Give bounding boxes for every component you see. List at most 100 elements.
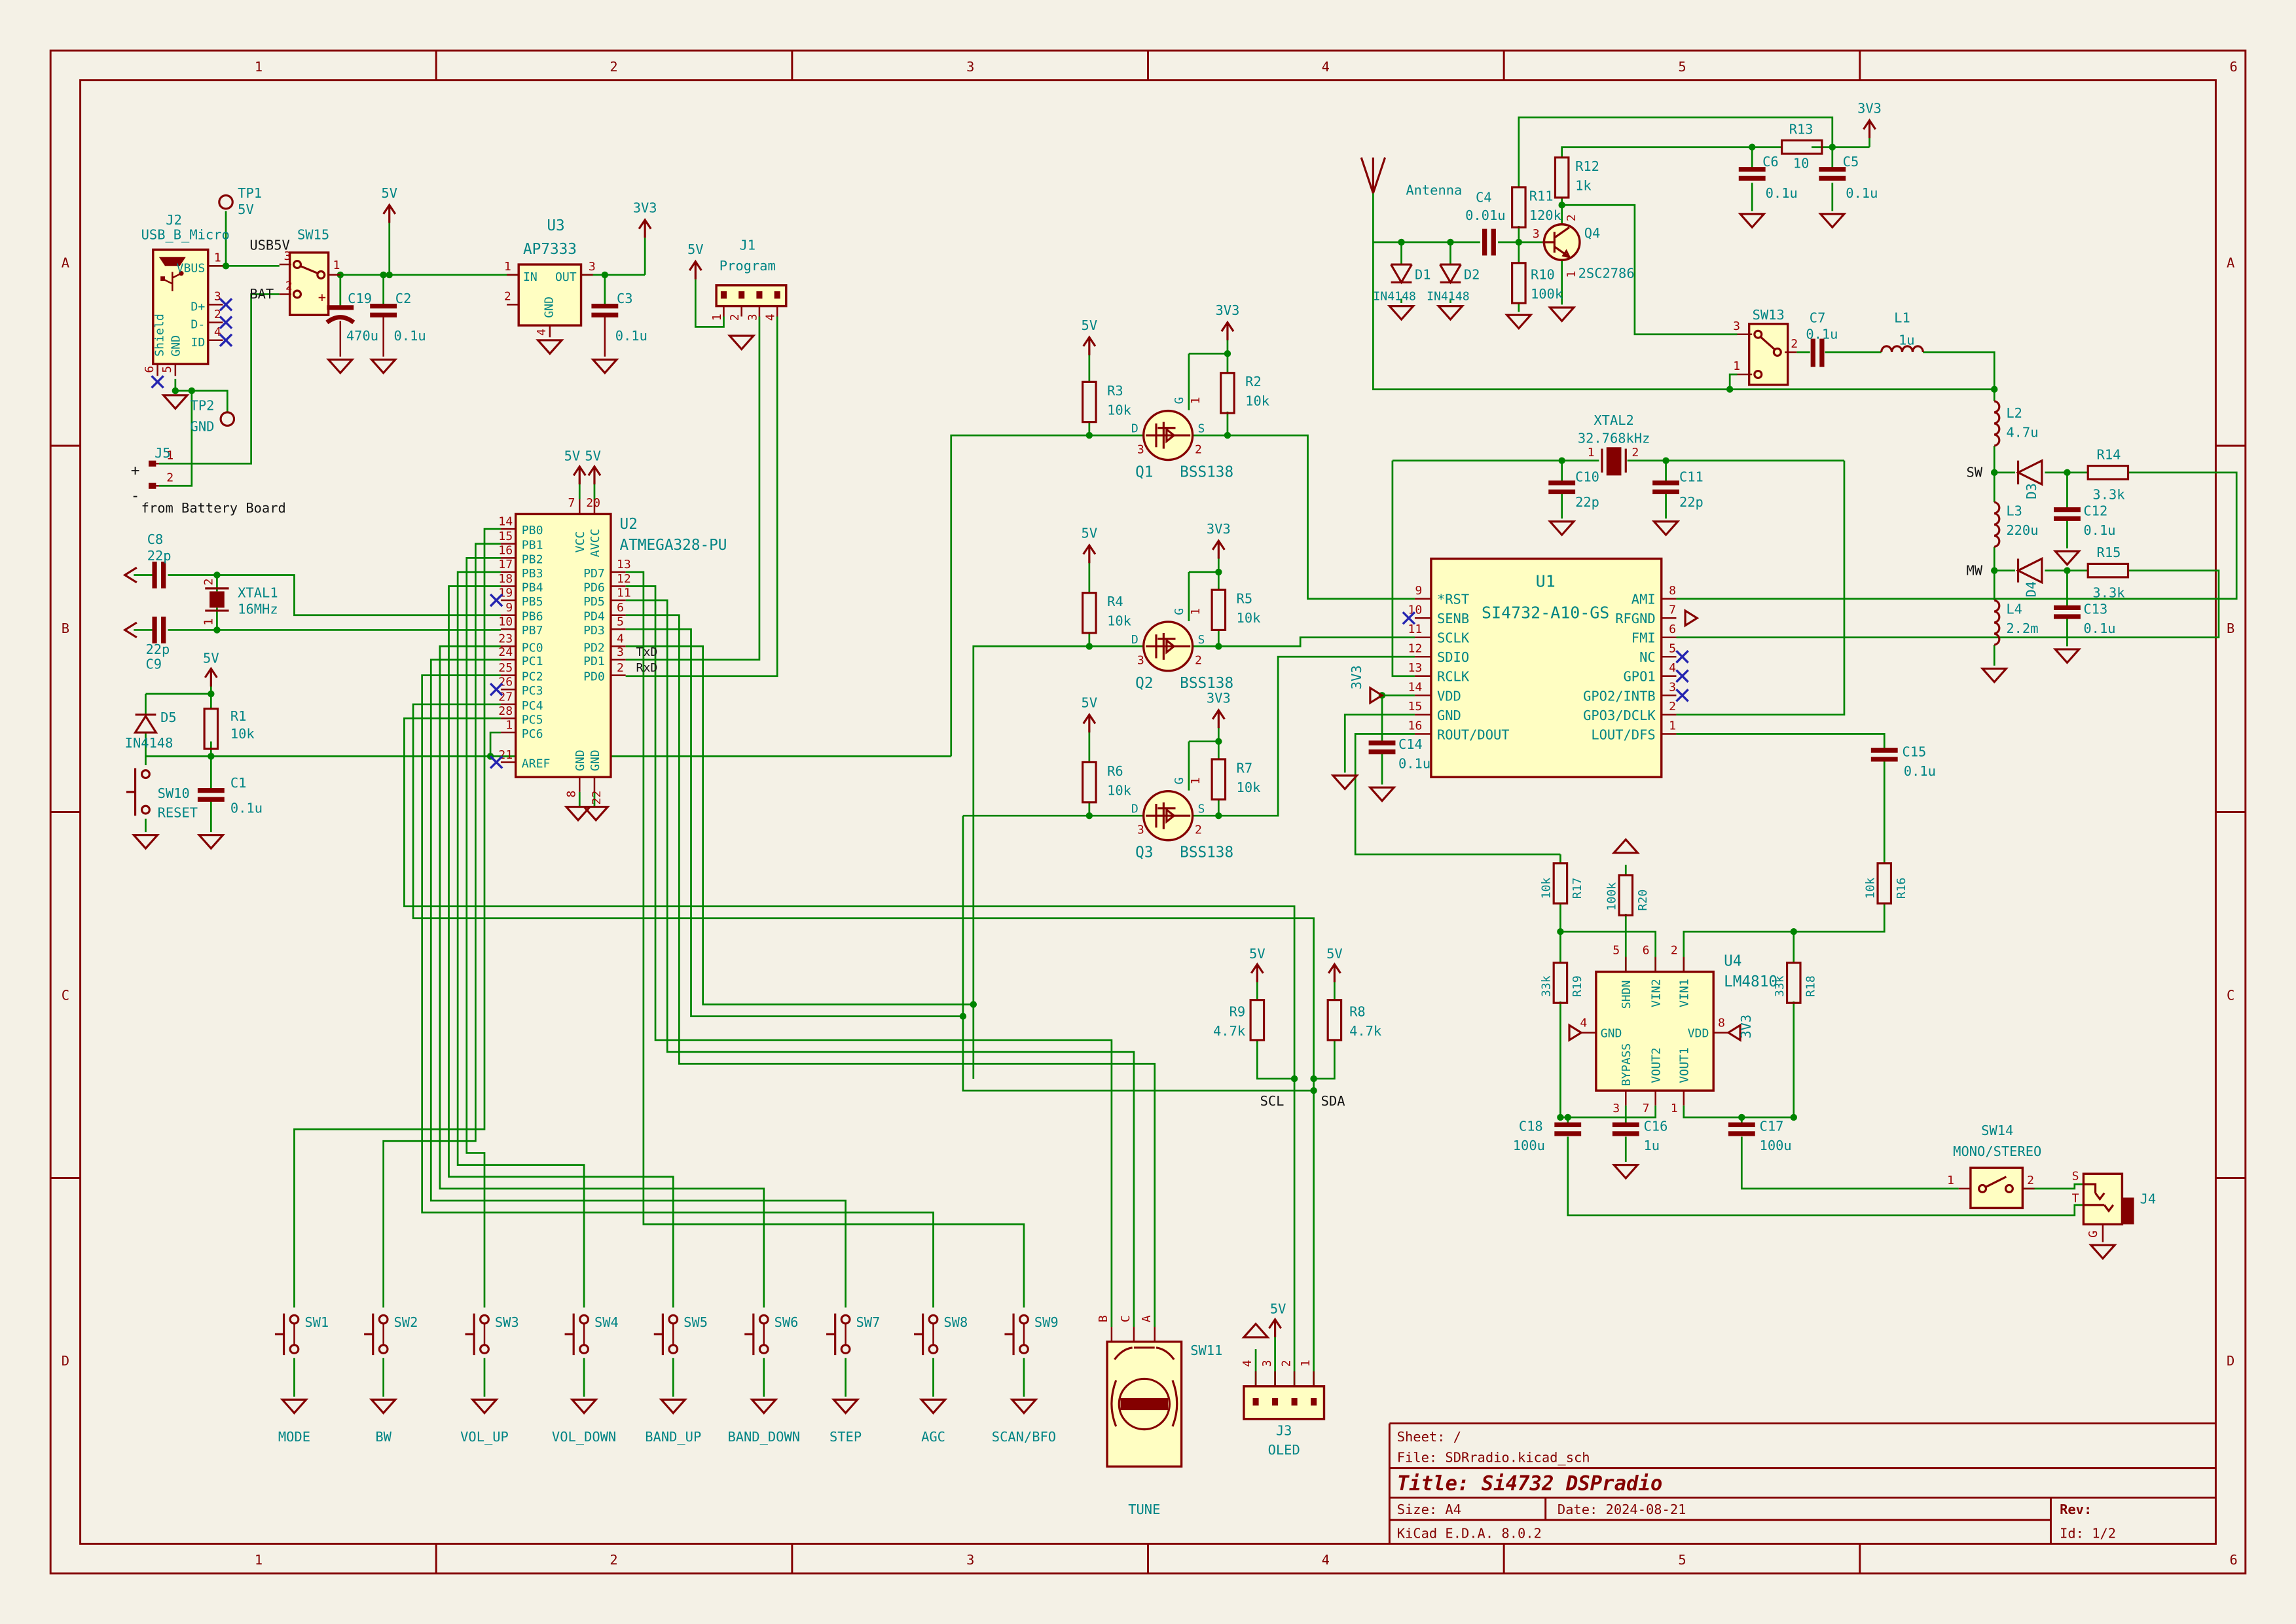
gnd-symbol xyxy=(162,394,189,410)
r20-ref: R20 xyxy=(1636,890,1650,911)
u2-pin-num: 21 xyxy=(498,748,513,762)
resistor-r19: 33k R19 xyxy=(1540,962,1584,1004)
power-label: 5V xyxy=(1270,1301,1286,1317)
power-label: 3V3 xyxy=(1216,302,1240,318)
connector-j2: J2 USB_B_Micro 1 VBUS 3 D+ 2 D- 4 ID Shi… xyxy=(141,212,233,389)
gnd-symbol xyxy=(327,358,354,374)
col-label: 5 xyxy=(1678,1552,1686,1568)
j2-pin-num: 4 xyxy=(214,325,221,339)
q3-g: G xyxy=(1173,778,1186,785)
tp1-net: 5V xyxy=(238,202,254,217)
u4-pin-num: 3 xyxy=(1613,1102,1620,1115)
gnd-symbol xyxy=(1981,667,2007,683)
gnd-symbol xyxy=(1506,314,1532,330)
inductor-l3: L3 220u xyxy=(1994,501,2039,548)
d3-ref: D3 xyxy=(2024,483,2039,499)
resistor-r18: 33k R18 xyxy=(1773,962,1818,1004)
u2-pin-name: GND xyxy=(574,749,587,771)
j2-pin-name: Shield xyxy=(153,314,167,357)
d1-value: IN4148 xyxy=(1373,290,1416,304)
net-scl: SCL xyxy=(1260,1093,1285,1109)
d5-ref: D5 xyxy=(160,710,177,725)
power-label: 5V xyxy=(1326,946,1343,962)
l1-ref: L1 xyxy=(1894,310,1910,326)
r17-ref: R17 xyxy=(1571,878,1584,899)
u1-pin-name: NC xyxy=(1639,649,1656,665)
power-label: 5V xyxy=(1249,946,1266,962)
frame-col-labels: 1 2 3 4 5 6 1 2 3 4 5 6 xyxy=(255,59,2238,1568)
c6-ref: C6 xyxy=(1762,154,1779,170)
r5-ref: R5 xyxy=(1237,591,1253,607)
sw13-pin-num: 2 xyxy=(1791,337,1798,351)
u1-pin-name: LOUT/DFS xyxy=(1591,727,1655,742)
capacitor-c3: C3 0.1u xyxy=(591,291,647,357)
u1-pin-name: FMI xyxy=(1631,630,1656,646)
u2-pin-name: PC3 xyxy=(522,684,543,698)
u2-pin-name: GND xyxy=(589,749,602,771)
u1-pin-name: SDIO xyxy=(1437,649,1469,665)
power-label: 5V xyxy=(564,448,581,464)
u1-pin-num: 5 xyxy=(1669,641,1676,655)
power-label: 3V3 xyxy=(1738,1015,1754,1039)
col-label: 3 xyxy=(966,1552,974,1568)
gnd-symbol xyxy=(537,339,563,355)
gnd-symbol xyxy=(728,334,755,351)
xtal2-pin-num: 1 xyxy=(1588,446,1595,460)
r12-ref: R12 xyxy=(1575,158,1599,174)
wires xyxy=(134,116,2238,1397)
junction-dots xyxy=(172,143,2071,1121)
sw14-pin-num: 2 xyxy=(2027,1174,2034,1187)
u4-pin-name: BYPASS xyxy=(1620,1043,1633,1087)
u2-pin-num: 2 xyxy=(617,661,624,675)
row-label: B xyxy=(2227,621,2234,636)
title-block: Sheet: / File: SDRradio.kicad_sch Title:… xyxy=(1388,1422,2216,1544)
testpoint-tp2: TP2 GND xyxy=(191,397,236,434)
q1-g: G xyxy=(1173,397,1186,404)
r20-value: 100k xyxy=(1605,882,1618,911)
switch-sw14: SW14 MONO/STEREO 1 2 xyxy=(1947,1123,2041,1210)
u1-pin-num: 1 xyxy=(1669,719,1676,733)
u1-pin-name: VDD xyxy=(1437,688,1461,704)
c12-ref: C12 xyxy=(2083,503,2107,519)
jack-j4: S T G J4 xyxy=(2072,1169,2156,1242)
u1-pin-num: 16 xyxy=(1408,719,1422,733)
u4-pin-name: VDD xyxy=(1688,1026,1709,1040)
no-connect-icon xyxy=(489,593,503,607)
diode-d4: D4 xyxy=(2016,557,2043,597)
capacitor-c15: C15 0.1u xyxy=(1871,744,1936,779)
u1-pin-name: *RST xyxy=(1437,592,1469,607)
c18-ref: C18 xyxy=(1519,1118,1543,1134)
button-sw2: SW2 BW xyxy=(364,1313,418,1445)
button-sw7: SW7 STEP xyxy=(826,1313,880,1445)
c16-ref: C16 xyxy=(1644,1118,1668,1134)
sw-net: BAND_DOWN xyxy=(727,1429,800,1445)
u1-pin-name: RCLK xyxy=(1437,669,1470,685)
c2-ref: C2 xyxy=(395,291,412,306)
c13-value: 0.1u xyxy=(2083,621,2115,636)
inductor-l4: L4 2.2m xyxy=(1994,599,2039,646)
gnd-symbol xyxy=(471,1398,498,1415)
sw11-pin-b: B xyxy=(1097,1315,1110,1322)
c4-value: 0.01u xyxy=(1465,208,1505,223)
sw-ref: SW5 xyxy=(683,1314,708,1330)
u4-pin-num: 8 xyxy=(1718,1017,1725,1030)
sw15-ref: SW15 xyxy=(297,226,329,242)
no-connect-icon xyxy=(489,682,503,697)
r2-value: 10k xyxy=(1245,393,1269,409)
sw-net: AGC xyxy=(921,1429,945,1445)
u1-pin-name: RFGND xyxy=(1615,611,1655,626)
col-label: 3 xyxy=(966,59,974,75)
j4-pin-s: S xyxy=(2072,1169,2079,1183)
sw13-pin-num: 3 xyxy=(1733,319,1740,333)
r3-value: 10k xyxy=(1107,402,1131,418)
d2-value: IN4148 xyxy=(1427,290,1470,304)
r10-value: 100k xyxy=(1531,286,1563,302)
c2-value: 0.1u xyxy=(394,328,426,344)
c13-ref: C13 xyxy=(2083,601,2107,617)
u1-pin-name: ROUT/DOUT xyxy=(1437,727,1510,742)
c6-value: 0.1u xyxy=(1766,185,1798,201)
u4-ref: U4 xyxy=(1724,952,1741,969)
u4-pin-name: GND xyxy=(1601,1026,1622,1040)
r16-value: 10k xyxy=(1863,877,1877,899)
